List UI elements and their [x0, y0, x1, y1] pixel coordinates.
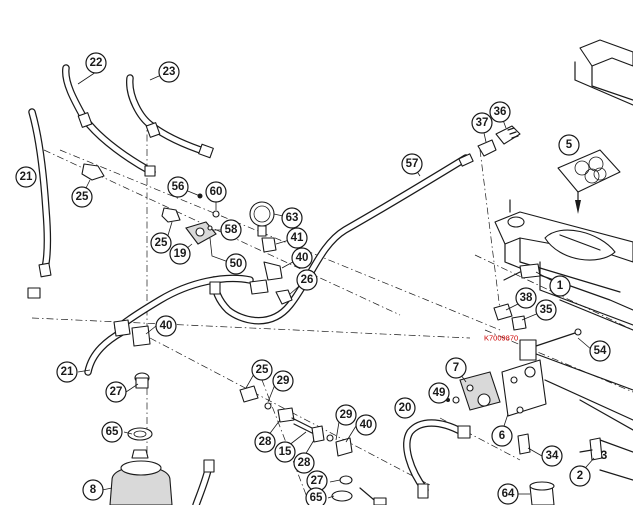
callout-28-right: 28 — [293, 452, 315, 474]
callout-50: 50 — [225, 253, 247, 275]
svg-text:28: 28 — [259, 436, 272, 448]
svg-text:41: 41 — [291, 232, 304, 244]
svg-text:63: 63 — [286, 212, 299, 224]
callout-40-lower: 40 — [355, 414, 377, 436]
gasket-card-part-5 — [557, 149, 621, 214]
svg-text:58: 58 — [225, 224, 238, 236]
callout-40-upper: 40 — [291, 247, 313, 269]
svg-text:64: 64 — [502, 488, 515, 500]
svg-text:2: 2 — [577, 470, 583, 482]
callout-23: 23 — [158, 61, 180, 83]
callout-57: 57 — [401, 153, 423, 175]
svg-text:65: 65 — [310, 492, 323, 504]
svg-text:27: 27 — [311, 475, 324, 487]
callout-2: 2 — [569, 465, 591, 487]
svg-text:49: 49 — [433, 387, 446, 399]
svg-text:57: 57 — [406, 158, 419, 170]
callout-60: 60 — [205, 181, 227, 203]
svg-text:65: 65 — [106, 426, 119, 438]
callout-34: 34 — [541, 445, 563, 467]
callout-25-upper: 25 — [71, 186, 93, 208]
callout-22: 22 — [85, 52, 107, 74]
callout-37: 37 — [471, 112, 493, 134]
svg-text:6: 6 — [499, 430, 505, 442]
svg-text:7: 7 — [453, 362, 459, 374]
svg-text:56: 56 — [172, 181, 185, 193]
callout-25-mid: 25 — [150, 232, 172, 254]
callout-15: 15 — [274, 441, 296, 463]
svg-text:29: 29 — [277, 375, 290, 387]
svg-text:60: 60 — [210, 186, 223, 198]
svg-text:22: 22 — [90, 57, 103, 69]
callout-21-lower: 21 — [56, 361, 78, 383]
callout-56: 56 — [167, 176, 189, 198]
svg-text:23: 23 — [163, 66, 176, 78]
svg-text:28: 28 — [298, 457, 311, 469]
callout-54: 54 — [589, 340, 611, 362]
callout-8: 8 — [82, 479, 104, 501]
callout-5: 5 — [558, 134, 580, 156]
callout-21-upper: 21 — [15, 166, 37, 188]
svg-text:25: 25 — [76, 191, 89, 203]
callout-28-left: 28 — [254, 431, 276, 453]
callout-40-mid: 40 — [155, 315, 177, 337]
callout-25-lower: 25 — [251, 359, 273, 381]
hoses — [28, 64, 470, 505]
svg-text:25: 25 — [155, 237, 168, 249]
fittings — [27, 112, 603, 505]
callout-27-right: 27 — [306, 470, 328, 492]
svg-text:29: 29 — [340, 409, 353, 421]
callout-36: 36 — [489, 101, 511, 123]
svg-text:26: 26 — [301, 274, 314, 286]
svg-text:19: 19 — [174, 248, 187, 260]
callout-7: 7 — [445, 357, 467, 379]
svg-text:35: 35 — [540, 304, 553, 316]
svg-text:34: 34 — [546, 450, 559, 462]
callout-20: 20 — [394, 397, 416, 419]
svg-text:40: 40 — [296, 252, 309, 264]
part-code-label: K7009870 — [484, 334, 518, 343]
callout-64: 64 — [497, 483, 519, 505]
label-3: 3 — [601, 448, 608, 462]
svg-text:21: 21 — [61, 366, 74, 378]
callout-1: 1 — [549, 275, 571, 297]
callout-35: 35 — [535, 299, 557, 321]
reference-lines — [31, 120, 633, 505]
callout-29-right: 29 — [335, 404, 357, 426]
callout-41: 41 — [286, 227, 308, 249]
svg-text:25: 25 — [256, 364, 269, 376]
svg-text:5: 5 — [566, 139, 573, 151]
svg-text:15: 15 — [279, 446, 292, 458]
svg-text:27: 27 — [110, 386, 123, 398]
svg-text:37: 37 — [476, 117, 489, 129]
svg-text:54: 54 — [594, 345, 607, 357]
machine-frame — [494, 39, 633, 481]
callout-26: 26 — [296, 269, 318, 291]
callout-49: 49 — [428, 382, 450, 404]
svg-text:50: 50 — [230, 258, 243, 270]
svg-text:1: 1 — [557, 280, 564, 292]
callout-27-left: 27 — [105, 381, 127, 403]
svg-text:36: 36 — [494, 106, 507, 118]
callout-63: 63 — [281, 207, 303, 229]
svg-text:40: 40 — [160, 320, 173, 332]
callout-38: 38 — [515, 287, 537, 309]
callout-65-right: 65 — [305, 487, 327, 505]
svg-text:40: 40 — [360, 419, 373, 431]
callout-6: 6 — [491, 425, 513, 447]
callouts: 22 23 21 25 56 60 25 19 58 50 63 41 40 2… — [15, 52, 611, 505]
callout-29-left: 29 — [272, 370, 294, 392]
svg-text:20: 20 — [399, 402, 412, 414]
callout-58: 58 — [220, 219, 242, 241]
svg-text:38: 38 — [520, 292, 533, 304]
svg-text:8: 8 — [90, 484, 97, 496]
svg-text:21: 21 — [20, 171, 33, 183]
callout-19: 19 — [169, 243, 191, 265]
callout-65-left: 65 — [101, 421, 123, 443]
